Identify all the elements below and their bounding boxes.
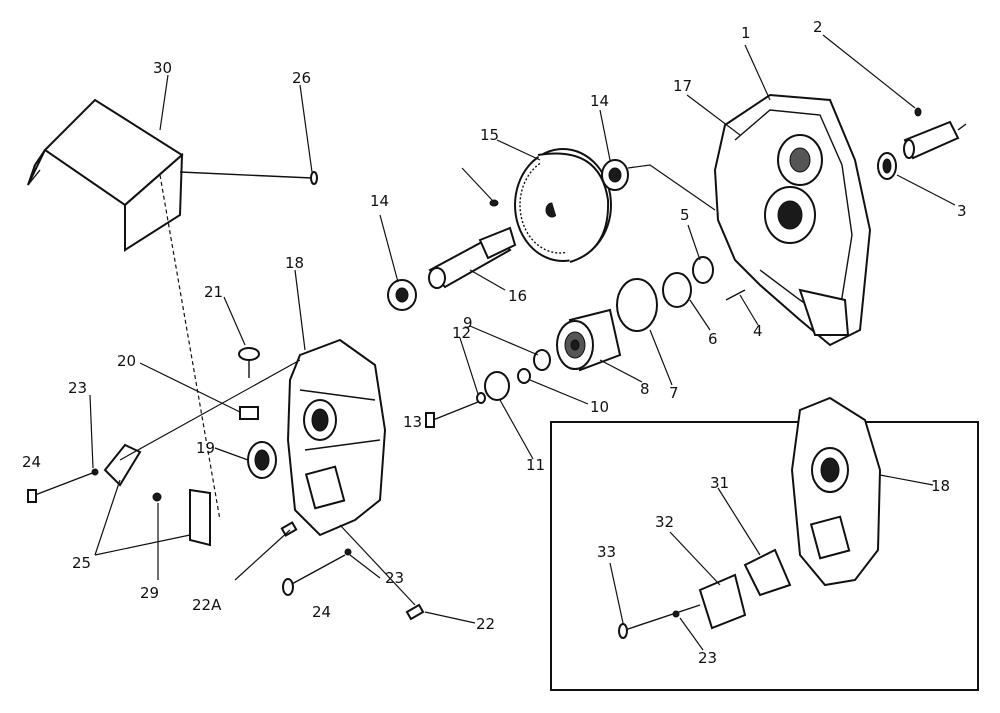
part-bracket-25 — [27, 359, 301, 547]
callout-13: 13 — [403, 413, 422, 431]
part-screw-26 — [179, 171, 318, 185]
leader-lines — [89, 44, 934, 651]
part-pinion-8 — [556, 308, 622, 372]
callout-16: 16 — [508, 287, 527, 305]
part-washers — [476, 349, 551, 404]
part-pin-4 — [725, 289, 746, 301]
part-rings — [616, 256, 714, 332]
part-shaft-16 — [428, 199, 517, 289]
inset-detail — [550, 396, 979, 691]
callout-5: 5 — [680, 206, 690, 224]
callout-30: 30 — [153, 59, 172, 77]
part-seal-3 — [877, 152, 956, 206]
part-housing-left — [286, 338, 387, 537]
part-bearing-14-lower — [387, 279, 417, 311]
callout-17: 17 — [673, 77, 692, 95]
callout-24-lower: 24 — [312, 603, 331, 621]
callout-4: 4 — [753, 322, 763, 340]
part-bolt-24-lower — [280, 521, 425, 621]
part-gear-15 — [514, 148, 612, 263]
callout-31: 31 — [710, 474, 729, 492]
callout-6: 6 — [708, 330, 718, 348]
part-output-shaft — [822, 34, 967, 160]
callout-9: 9 — [463, 314, 473, 332]
callout-32: 32 — [655, 513, 674, 531]
callout-33: 33 — [597, 543, 616, 561]
part-housing-right — [713, 93, 872, 347]
callout-19: 19 — [196, 439, 215, 457]
callout-14-lower: 14 — [370, 192, 389, 210]
part-bolt-13 — [425, 401, 479, 428]
callout-10: 10 — [590, 398, 609, 416]
callout-3: 3 — [957, 202, 967, 220]
callout-29: 29 — [140, 584, 159, 602]
callout-15: 15 — [480, 126, 499, 144]
callout-8: 8 — [640, 380, 650, 398]
callout-18: 18 — [285, 254, 304, 272]
callout-23-left: 23 — [68, 379, 87, 397]
callout-24-left: 24 — [22, 453, 41, 471]
part-seal-19 — [247, 441, 277, 479]
callout-23-lower: 23 — [385, 569, 404, 587]
callout-22a: 22A — [192, 596, 222, 614]
callout-25: 25 — [72, 554, 91, 572]
callout-20: 20 — [117, 352, 136, 370]
callout-labels: 1 2 3 4 5 6 7 8 9 10 11 12 13 14 14 15 1… — [22, 18, 967, 667]
callout-12: 12 — [452, 324, 471, 342]
callout-2: 2 — [813, 18, 823, 36]
callout-14-upper: 14 — [590, 92, 609, 110]
callout-11: 11 — [526, 456, 545, 474]
part-cover — [27, 98, 221, 521]
callout-7: 7 — [669, 384, 679, 402]
part-bearing-14-upper — [601, 159, 716, 211]
callout-22: 22 — [476, 615, 495, 633]
callout-26: 26 — [292, 69, 311, 87]
callout-21: 21 — [204, 283, 223, 301]
callout-1: 1 — [741, 24, 751, 42]
callout-18-inset: 18 — [931, 477, 950, 495]
part-breather-21 — [238, 347, 260, 420]
callout-23-inset: 23 — [698, 649, 717, 667]
